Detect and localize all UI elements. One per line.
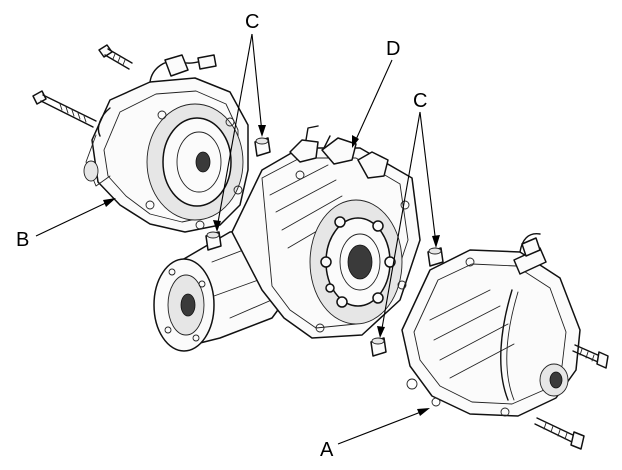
- bolt-right-lower: [534, 417, 585, 450]
- label-c-top: C: [245, 11, 259, 33]
- dowel-pin-upper: [254, 137, 271, 157]
- part-d-transfer-case: [153, 125, 421, 352]
- part-a-front-cover: [401, 233, 609, 450]
- dowel-pin-left-lower: [205, 231, 222, 251]
- bolt-right-upper: [572, 344, 609, 369]
- leader-c-right-2: [380, 111, 421, 335]
- callout-labels: C D C B A: [16, 11, 427, 461]
- bolt-short-top: [98, 44, 133, 70]
- dowel-pins: [205, 137, 444, 357]
- label-a: A: [320, 439, 334, 461]
- label-b: B: [16, 229, 29, 251]
- label-c-right: C: [413, 90, 427, 112]
- part-b-rear-cover: [32, 44, 249, 233]
- leader-b: [35, 199, 113, 237]
- leader-c-right-1: [419, 111, 437, 245]
- leader-d: [353, 59, 393, 145]
- dowel-pin-right-upper: [427, 247, 444, 267]
- leader-a: [337, 409, 427, 445]
- bolt-long-left: [32, 90, 97, 128]
- dowel-pin-right-lower: [370, 337, 387, 357]
- leader-c-top-2: [251, 33, 263, 134]
- label-d: D: [386, 38, 400, 60]
- leader-lines: [35, 33, 440, 445]
- leader-c-top-1: [216, 33, 253, 229]
